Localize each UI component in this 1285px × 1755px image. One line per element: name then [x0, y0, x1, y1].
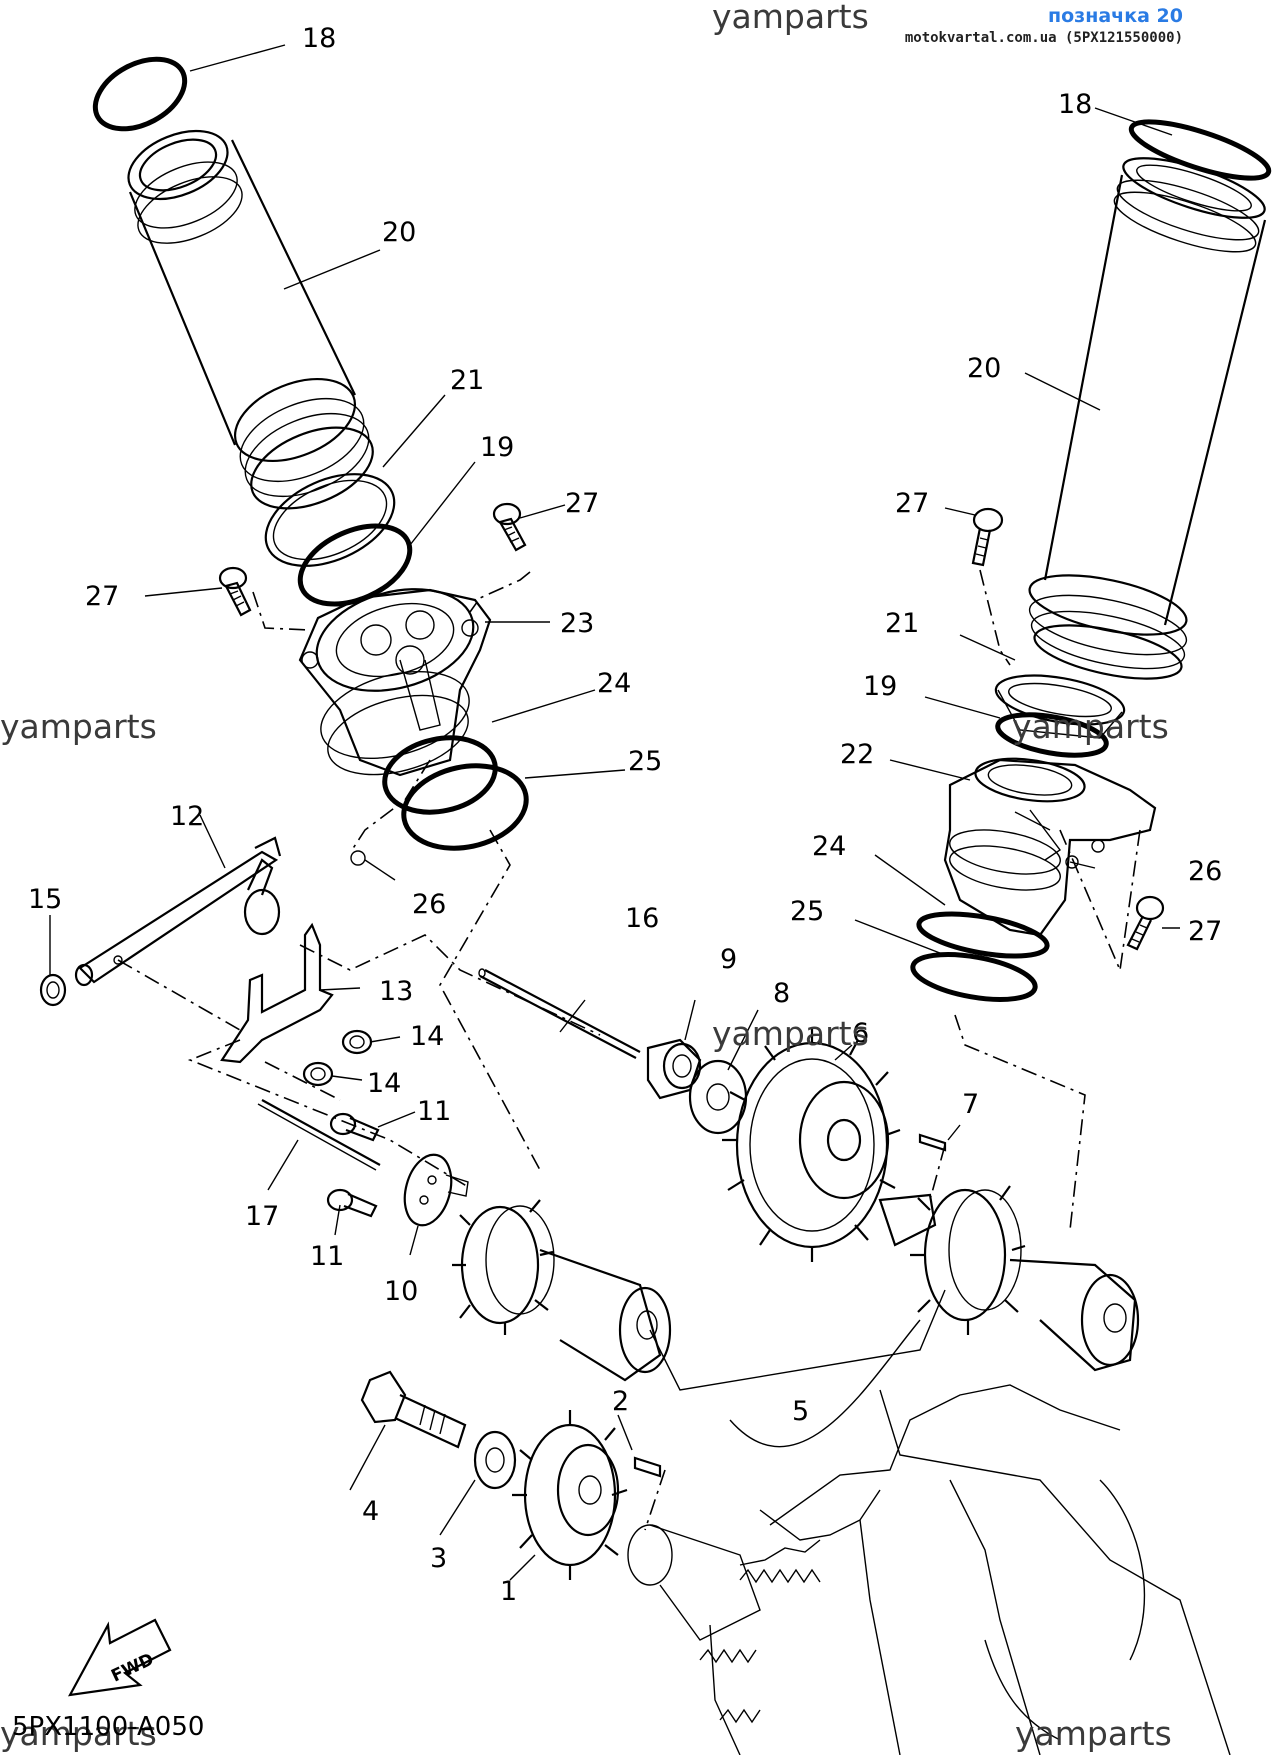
left-tube-20: [127, 129, 374, 510]
bolt-14a: [341, 1029, 373, 1055]
left-o-ring-25: [401, 763, 529, 851]
callout-right-26: 26: [1188, 856, 1222, 887]
right-bolt-27a: [971, 507, 1004, 567]
callout-left-24: 24: [597, 668, 631, 699]
watermarks: yamparts yamparts yamparts yamparts yamp…: [0, 0, 1172, 1753]
shaft-5-left: [452, 1199, 672, 1382]
callout-left-18: 18: [302, 23, 336, 54]
callout-left-2: 2: [612, 1386, 629, 1417]
right-o-ring-18: [1128, 119, 1272, 181]
left-ring-21: [264, 473, 396, 567]
left-housing-23: [298, 588, 492, 777]
callout-left-11b: 11: [310, 1241, 344, 1272]
watermark-left: yamparts: [0, 707, 157, 746]
callout-left-1: 1: [500, 1576, 517, 1607]
callout-left-27a: 27: [565, 488, 599, 519]
callout-left-5: 5: [792, 1396, 809, 1427]
fwd-label: FWD: [108, 1650, 157, 1687]
left-o-ring-24: [382, 735, 498, 815]
watermark-bottom-left: yamparts: [0, 1714, 157, 1753]
bolt-11b: [326, 1188, 378, 1218]
callout-left-8: 8: [773, 978, 790, 1009]
plate-10: [403, 1153, 469, 1227]
callout-right-22: 22: [840, 739, 874, 770]
callout-left-17: 17: [245, 1201, 279, 1232]
callout-left-11a: 11: [417, 1096, 451, 1127]
bolt-11a: [329, 1112, 380, 1142]
callout-left-14a: 14: [410, 1021, 444, 1052]
callout-left-21: 21: [450, 365, 484, 396]
leader-lines: [49, 44, 1180, 1581]
callout-right-18: 18: [1058, 89, 1092, 120]
callout-right-27a: 27: [895, 488, 929, 519]
tag-title: позначка 20: [1048, 5, 1183, 27]
callout-left-20: 20: [382, 217, 416, 248]
diagram-code: 5PX1100-A050: [12, 1712, 204, 1742]
callout-right-20: 20: [967, 353, 1001, 384]
bolt-14b: [302, 1061, 334, 1087]
key-7: [918, 1133, 947, 1152]
left-o-ring-18: [92, 56, 188, 132]
callout-right-24: 24: [812, 831, 846, 862]
pin-17: [257, 1099, 381, 1171]
key-2: [633, 1456, 662, 1478]
bolt-4: [360, 1370, 467, 1449]
callout-right-25: 25: [790, 896, 824, 927]
callout-left-26: 26: [412, 889, 446, 920]
shaft-16: [478, 968, 641, 1059]
callout-right-27b: 27: [1188, 916, 1222, 947]
source-line: motokvartal.com.ua (5PX121550000): [904, 30, 1183, 46]
right-o-ring-19: [995, 712, 1109, 758]
callout-left-13: 13: [379, 976, 413, 1007]
gear-6: [722, 1028, 901, 1262]
watermark-top: yamparts: [712, 0, 869, 36]
plate-13: [220, 922, 334, 1064]
right-tube-20: [1028, 157, 1267, 680]
callout-left-16: 16: [625, 903, 659, 934]
callout-labels: 18 20 21 19 27 27 23 24 25 26 12 15 13 1…: [28, 23, 1222, 1607]
callout-left-6: 6: [852, 1018, 869, 1049]
watermark-center: yamparts: [712, 1014, 869, 1053]
watermark-bottom-right: yamparts: [1015, 1714, 1172, 1753]
fwd-arrow-icon: FWD: [67, 1618, 172, 1697]
right-bolt-27b: [1126, 895, 1165, 951]
crankshaft-outline: [627, 1319, 1231, 1755]
callout-right-21: 21: [885, 608, 919, 639]
nut-9: [646, 1038, 702, 1100]
right-housing-22: [943, 757, 1157, 937]
washer-3: [473, 1430, 517, 1490]
left-clip-26: [350, 850, 366, 866]
callout-left-14b: 14: [367, 1068, 401, 1099]
shaft-5-right: [878, 1185, 1140, 1372]
assembly-dashed-lines: [117, 569, 1141, 1531]
callout-left-27b: 27: [85, 581, 119, 612]
watermark-right: yamparts: [1012, 707, 1169, 746]
washer-15: [39, 973, 67, 1007]
callout-left-15: 15: [28, 884, 62, 915]
right-o-ring-24: [916, 911, 1050, 959]
header-tag: позначка 20 motokvartal.com.ua (5PX12155…: [905, 4, 1183, 48]
callout-left-25: 25: [628, 746, 662, 777]
callout-left-10: 10: [384, 1276, 418, 1307]
callout-left-3: 3: [430, 1543, 447, 1574]
left-bolt-27b: [218, 566, 252, 617]
callout-left-4: 4: [362, 1496, 379, 1527]
shift-shaft-12: [74, 836, 282, 987]
callout-left-19: 19: [480, 432, 514, 463]
left-bolt-27a: [492, 502, 527, 552]
callout-left-12: 12: [170, 801, 204, 832]
gear-1: [512, 1410, 628, 1580]
callout-left-7: 7: [962, 1089, 979, 1120]
callout-right-19: 19: [863, 671, 897, 702]
right-ring-21: [994, 674, 1126, 739]
right-o-ring-25: [910, 952, 1038, 1002]
callout-left-9: 9: [720, 944, 737, 975]
right-clip-26: [1065, 855, 1079, 869]
callout-left-23: 23: [560, 608, 594, 639]
